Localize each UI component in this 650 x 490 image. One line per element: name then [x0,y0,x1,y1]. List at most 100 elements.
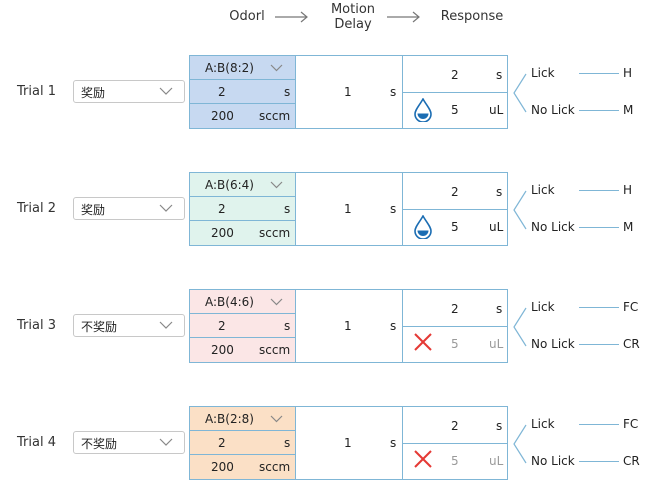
odor-duration-unit: s [284,319,291,333]
delay-cell[interactable]: 1 s [296,289,403,363]
nolick-outcome: CR [623,454,640,468]
lick-label: Lick [531,66,555,80]
lick-outcome: H [623,183,633,197]
reward-type-select[interactable]: 奖励 [73,197,185,220]
odor-duration-cell[interactable]: 2 s [190,314,295,338]
reward-type-value: 不奖励 [81,320,118,334]
trial-label: Trial 3 [17,318,56,333]
odor-ratio-value: A:B(4:6) [205,295,254,309]
reward-type-value: 奖励 [81,203,106,217]
nolick-outcome: M [623,103,634,117]
odor-ratio-cell[interactable]: A:B(6:4) [190,173,295,197]
nolick-label: No Lick [531,454,575,468]
odor-table: A:B(4:6) 2 s 200 sccm [189,289,296,363]
branch-bracket-icon [513,190,527,230]
reward-volume-value[interactable]: 5 [451,220,459,234]
response-window-unit: s [496,185,503,199]
cross-icon [413,332,433,356]
odor-table: A:B(8:2) 2 s 200 sccm [189,55,296,129]
chevron-down-icon[interactable] [270,298,283,306]
odor-duration-value: 2 [218,85,226,99]
flow-value: 200 [211,226,234,240]
delay-value: 1 [344,436,352,450]
chevron-down-icon[interactable] [270,181,283,189]
nolick-outcome: M [623,220,634,234]
lick-label: Lick [531,417,555,431]
reward-volume-value[interactable]: 5 [451,103,459,117]
lick-outcome: FC [623,300,639,314]
delay-cell[interactable]: 1 s [296,406,403,480]
outcome-line [579,461,619,462]
flow-unit: sccm [259,226,291,240]
odor-ratio-cell[interactable]: A:B(4:6) [190,290,295,314]
reward-type-value: 不奖励 [81,437,118,451]
odor-duration-value: 2 [218,319,226,333]
water-drop-icon [413,97,433,126]
chevron-down-icon [159,204,173,212]
flow-cell[interactable]: 200 sccm [190,338,295,362]
trial-label: Trial 2 [17,201,56,216]
response-cell: 2 s 5 uL [402,55,508,129]
nolick-label: No Lick [531,103,575,117]
chevron-down-icon [159,438,173,446]
outcome-line [579,110,619,111]
reward-type-select[interactable]: 奖励 [73,80,185,103]
delay-unit: s [390,85,397,99]
water-drop-icon [413,214,433,243]
delay-cell[interactable]: 1 s [296,172,403,246]
chevron-down-icon [159,87,173,95]
flow-unit: sccm [259,460,291,474]
delay-value: 1 [344,319,352,333]
flow-cell[interactable]: 200 sccm [190,221,295,245]
outcome-line [579,307,619,308]
divider [403,92,507,93]
flow-value: 200 [211,109,234,123]
flow-value: 200 [211,343,234,357]
odor-ratio-cell[interactable]: A:B(2:8) [190,407,295,431]
odor-duration-unit: s [284,202,291,216]
response-window-value[interactable]: 2 [451,302,459,316]
odor-table: A:B(2:8) 2 s 200 sccm [189,406,296,480]
lick-outcome: FC [623,417,639,431]
odor-ratio-value: A:B(6:4) [205,178,254,192]
odor-ratio-cell[interactable]: A:B(8:2) [190,56,295,80]
reward-volume-value[interactable]: 5 [451,337,459,351]
response-cell: 2 s 5 uL [402,172,508,246]
odor-duration-cell[interactable]: 2 s [190,431,295,455]
odor-ratio-value: A:B(8:2) [205,61,254,75]
reward-type-select[interactable]: 不奖励 [73,431,185,454]
outcome-line [579,424,619,425]
branch-bracket-icon [513,307,527,347]
header-delay-line2: Delay [334,17,372,32]
odor-duration-cell[interactable]: 2 s [190,197,295,221]
outcome-line [579,227,619,228]
trial-label: Trial 4 [17,435,56,450]
reward-type-select[interactable]: 不奖励 [73,314,185,337]
nolick-outcome: CR [623,337,640,351]
flow-unit: sccm [259,109,291,123]
delay-unit: s [390,202,397,216]
delay-value: 1 [344,85,352,99]
nolick-label: No Lick [531,220,575,234]
flow-cell[interactable]: 200 sccm [190,455,295,479]
response-window-value[interactable]: 2 [451,185,459,199]
reward-type-value: 奖励 [81,86,106,100]
flow-cell[interactable]: 200 sccm [190,104,295,128]
arrow-right-icon [275,11,308,23]
reward-volume-unit: uL [489,454,504,468]
odor-duration-cell[interactable]: 2 s [190,80,295,104]
header-motion-delay: Motion Delay [324,2,382,32]
delay-cell[interactable]: 1 s [296,55,403,129]
trial-label: Trial 1 [17,84,56,99]
nolick-label: No Lick [531,337,575,351]
response-window-unit: s [496,68,503,82]
chevron-down-icon[interactable] [270,64,283,72]
response-window-value[interactable]: 2 [451,419,459,433]
chevron-down-icon[interactable] [270,415,283,423]
response-cell: 2 s 5 uL [402,289,508,363]
reward-volume-value[interactable]: 5 [451,454,459,468]
branch-bracket-icon [513,424,527,464]
response-window-unit: s [496,419,503,433]
response-window-value[interactable]: 2 [451,68,459,82]
reward-volume-unit: uL [489,337,504,351]
